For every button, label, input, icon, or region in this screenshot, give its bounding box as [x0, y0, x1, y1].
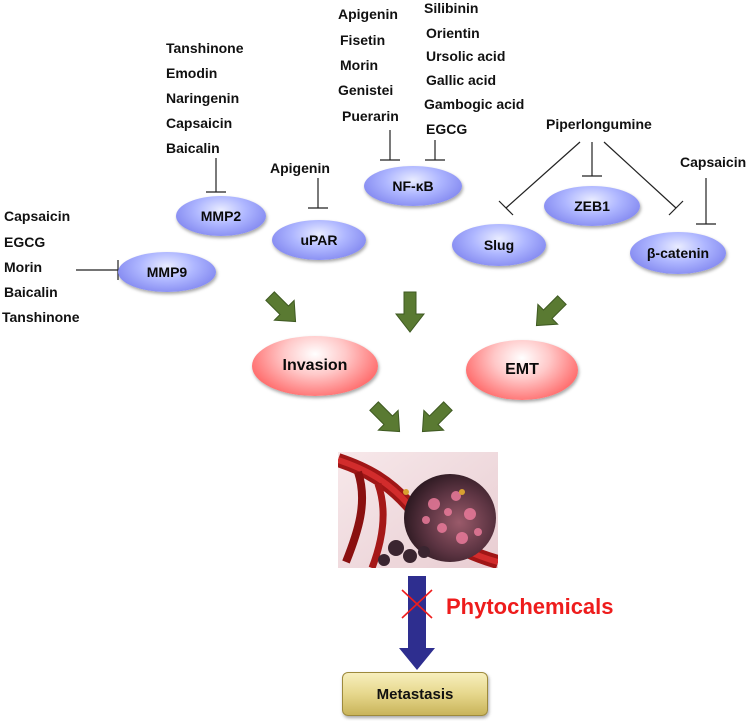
- green-arrow-emt-to-tumor: [421, 401, 453, 433]
- beta-catenin-inhibition-bar: [668, 200, 684, 216]
- mmp9-node: MMP9: [118, 252, 216, 292]
- inhibitor-label: Puerarin: [342, 108, 399, 124]
- inhibitor-label: Morin: [4, 259, 43, 275]
- inhibitor-label: Baicalin: [4, 284, 58, 300]
- inhibitor-label: Gallic acid: [426, 72, 497, 88]
- green-arrow-to-invasion: [265, 291, 297, 323]
- inhibitor-label: Capsaicin: [166, 115, 233, 131]
- inhibitor-label: EGCG: [426, 121, 468, 137]
- inhibition-cross-icon: [401, 589, 433, 619]
- inhibitor-label: Genistei: [338, 82, 394, 98]
- inhibitor-label: Orientin: [426, 25, 480, 41]
- inhibitor-label: Morin: [340, 57, 379, 73]
- inhibitor-label: Ursolic acid: [426, 48, 506, 64]
- inhibitor-label: Tanshinone: [2, 309, 80, 325]
- inhibitor-label: Emodin: [166, 65, 218, 81]
- tumor-metastasis-image: [338, 452, 498, 568]
- slug-inhibition-bar: [498, 200, 514, 216]
- inhibitor-label: Naringenin: [166, 90, 240, 106]
- inhibitor-label: EGCG: [4, 234, 46, 250]
- phytochemicals-label: Phytochemicals: [446, 594, 614, 619]
- inhibitor-label: Gambogic acid: [424, 96, 525, 112]
- inhibitor-label: Tanshinone: [166, 40, 244, 56]
- mmp2-node: MMP2: [176, 196, 266, 236]
- metastasis-box: Metastasis: [342, 672, 488, 716]
- main-arrow-to-metastasis: [399, 576, 435, 670]
- beta-catenin-node: β-catenin: [630, 232, 726, 274]
- nfkb-node: NF-κB: [364, 166, 462, 206]
- beta-catenin-inhibitor-label: Capsaicin: [680, 154, 747, 170]
- green-arrow-to-emt: [535, 295, 567, 327]
- inhibitor-label: Capsaicin: [4, 208, 71, 224]
- invasion-node: Invasion: [252, 336, 378, 396]
- slug-node: Slug: [452, 224, 546, 266]
- slug-inhibition-line: [505, 141, 581, 209]
- inhibitor-label: Baicalin: [166, 140, 220, 156]
- green-arrow-invasion-to-tumor: [369, 401, 401, 433]
- piperlongumine-label: Piperlongumine: [546, 116, 652, 132]
- green-arrow-nfkb-down: [394, 291, 426, 333]
- zeb1-node: ZEB1: [544, 186, 640, 226]
- inhibitor-label: Apigenin: [338, 6, 398, 22]
- upar-inhibitor-label: Apigenin: [270, 160, 330, 176]
- upar-node: uPAR: [272, 220, 366, 260]
- beta-catenin-inhibition-line: [603, 141, 677, 209]
- inhibitor-label: Fisetin: [340, 32, 386, 48]
- inhibitor-label: Silibinin: [424, 0, 479, 16]
- emt-node: EMT: [466, 340, 578, 400]
